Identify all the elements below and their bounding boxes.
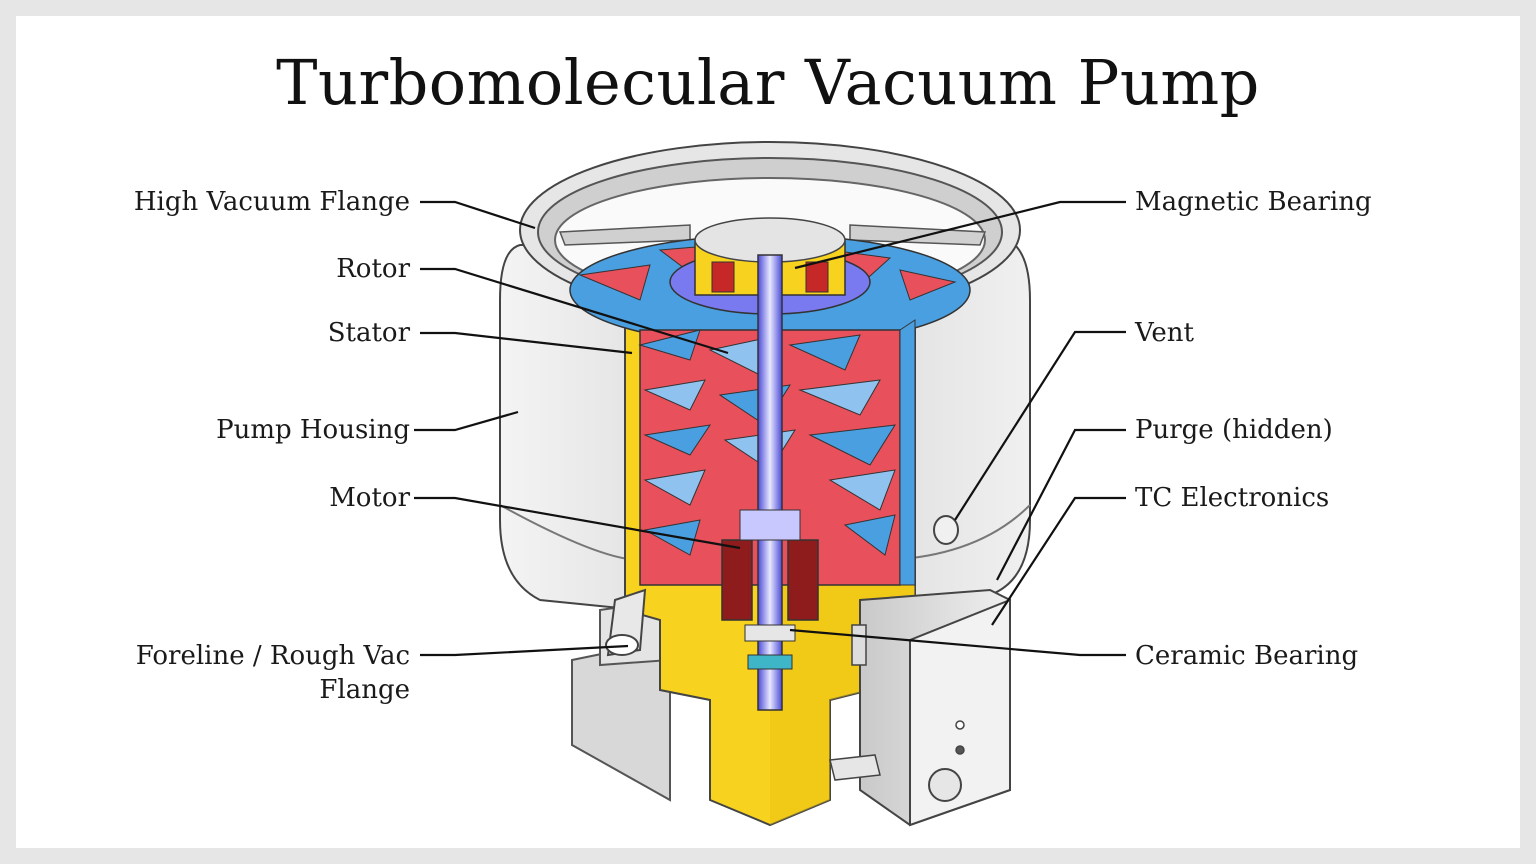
leader-tc-electronics	[991, 496, 1126, 626]
label-tc-electronics: TC Electronics	[1135, 483, 1330, 513]
label-rotor: Rotor	[336, 254, 410, 284]
leader-pump-housing	[414, 410, 519, 432]
tc-electronics-box	[829, 588, 1011, 827]
leader-stator	[420, 331, 633, 355]
label-magnetic-bearing: Magnetic Bearing	[1135, 187, 1372, 217]
leader-high-vacuum-flange	[420, 200, 536, 230]
leader-ceramic-bearing	[789, 628, 1126, 657]
leader-purge	[996, 428, 1126, 581]
leader-magnetic-bearing	[794, 200, 1126, 270]
label-ceramic-bearing: Ceramic Bearing	[1135, 641, 1359, 671]
label-motor: Motor	[329, 483, 410, 513]
leader-motor	[414, 496, 741, 550]
diagram-title: Turbomolecular Vacuum Pump	[276, 46, 1260, 119]
label-stator: Stator	[327, 318, 410, 348]
label-pump-housing: Pump Housing	[216, 415, 410, 445]
ceramic-bearing	[744, 624, 796, 670]
leader-vent	[954, 330, 1126, 521]
motor	[721, 509, 819, 621]
label-vent: Vent	[1135, 318, 1194, 348]
foreline-flange	[605, 588, 647, 657]
rotor-shaft	[757, 254, 783, 711]
vent-port	[933, 515, 959, 545]
leader-lines	[414, 200, 1126, 657]
label-high-vacuum-flange: High Vacuum Flange	[133, 187, 410, 217]
label-foreline-line1: Foreline / Rough Vac	[135, 641, 410, 671]
leader-foreline	[420, 644, 629, 657]
leader-rotor	[420, 267, 729, 355]
label-purge: Purge (hidden)	[1135, 415, 1333, 445]
label-foreline-line2: Flange	[319, 675, 410, 705]
